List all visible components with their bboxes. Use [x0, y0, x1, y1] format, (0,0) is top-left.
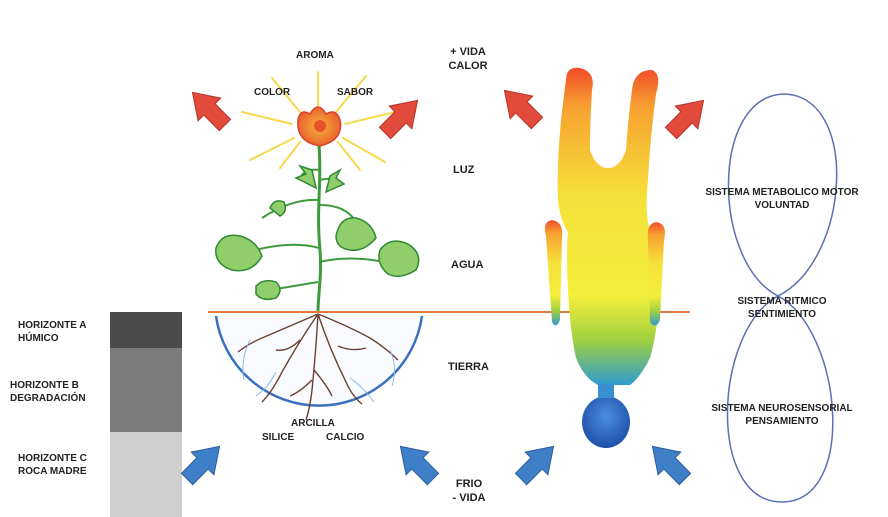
up-arrow-icon [510, 435, 565, 490]
label-frio-vida: FRIO - VIDA [442, 478, 496, 506]
label-silice: SILICE [262, 432, 294, 445]
horizon-b-label: HORIZONTE B DEGRADACIÓN [10, 380, 86, 405]
label-aroma: AROMA [296, 50, 334, 63]
up-arrow-icon [176, 435, 231, 490]
horizon-c-label: HORIZONTE C ROCA MADRE [18, 453, 87, 478]
up-arrow-icon [389, 435, 444, 490]
label-vida-calor: + VIDA CALOR [440, 46, 496, 74]
label-tierra: TIERRA [448, 361, 489, 375]
system-ritmico-label: SISTEMA RITMICO SENTIMIENTO [700, 296, 864, 321]
label-color: COLOR [254, 87, 290, 100]
up-arrow-icon [374, 89, 429, 144]
system-neurosensorial-label: SISTEMA NEUROSENSORIAL PENSAMIENTO [690, 403, 874, 428]
human-figure-icon [545, 68, 665, 448]
label-luz: LUZ [453, 164, 474, 178]
soil-horizon-column [110, 312, 182, 517]
label-agua: AGUA [451, 259, 483, 273]
horizon-a-label: HORIZONTE A HÚMICO [18, 320, 87, 345]
system-metabolico-label: SISTEMA METABOLICO MOTOR VOLUNTAD [684, 187, 880, 212]
leaves-icon [216, 166, 419, 299]
label-arcilla: ARCILLA [291, 418, 335, 431]
flower-icon [298, 107, 341, 146]
label-calcio: CALCIO [326, 432, 364, 445]
up-arrow-icon [493, 79, 548, 134]
up-arrow-icon [641, 435, 696, 490]
label-sabor: SABOR [337, 87, 373, 100]
up-arrow-icon [660, 89, 715, 144]
soil-circle [216, 316, 422, 406]
up-arrow-icon [181, 81, 236, 136]
